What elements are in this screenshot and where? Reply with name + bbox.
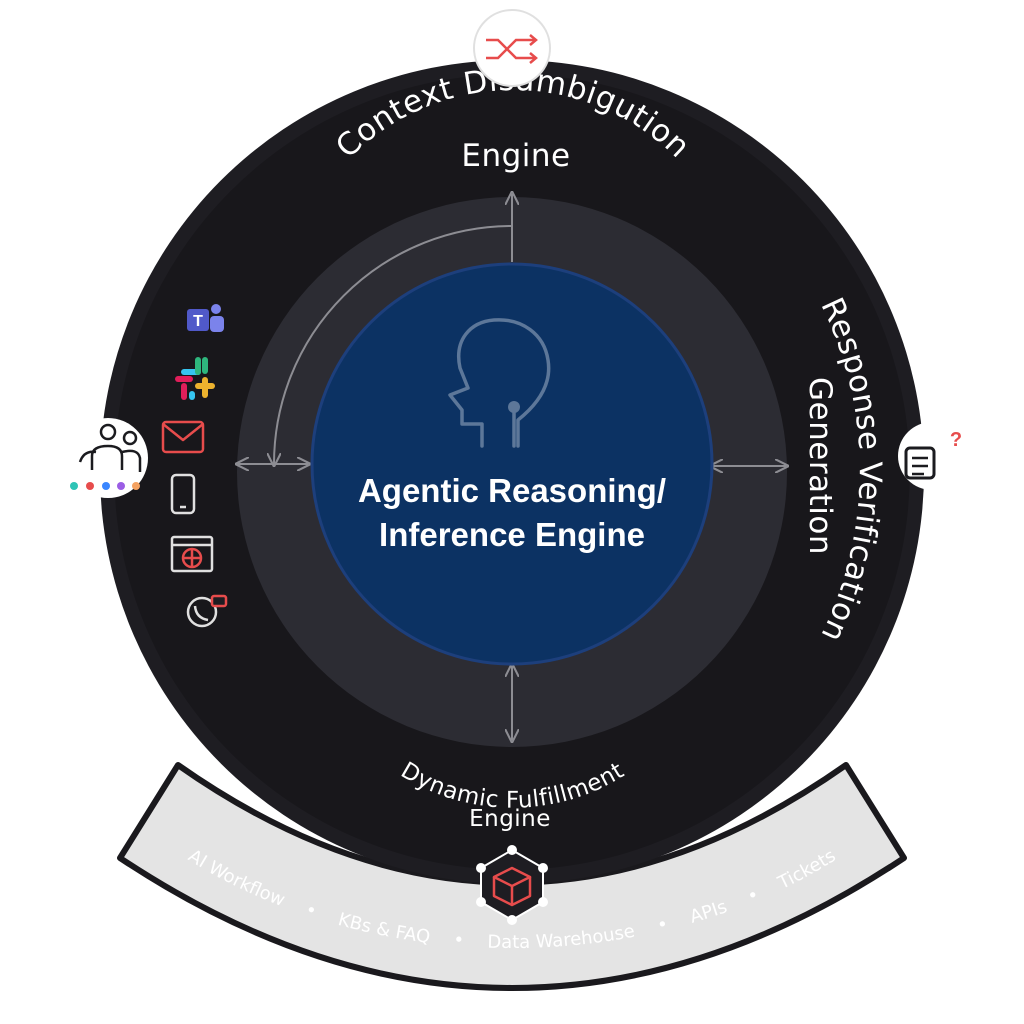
center-title-line2: Inference Engine (379, 516, 645, 553)
core-circle (310, 262, 714, 666)
band-separator-2: • (453, 929, 465, 951)
users-group-icon (68, 418, 148, 498)
shuffle-icon (473, 9, 551, 87)
center-title-line1: Agentic Reasoning/ (358, 472, 666, 509)
email-icon (161, 420, 205, 454)
segments (114, 74, 910, 870)
bottom-segment-title-line2: Engine (469, 806, 551, 832)
channel-icons: T (161, 304, 228, 628)
chat-question-icon: ? (898, 422, 966, 490)
right-segment-title-line2: Generation (802, 377, 838, 555)
package-network-icon (476, 845, 548, 925)
teams-icon: T (187, 304, 224, 332)
segment-left (114, 190, 319, 754)
segment-right (705, 190, 910, 754)
band-shape (117, 762, 907, 991)
web-icon (170, 535, 214, 573)
segment-top (230, 74, 794, 279)
slack-icon (175, 357, 215, 400)
data-sources-band: AI Workflow • KBs & FAQ • Data Warehouse… (117, 762, 907, 991)
connector-arrows (238, 194, 786, 740)
segment-bottom (230, 665, 794, 870)
top-segment-title-line2: Engine (461, 138, 570, 174)
arrow-curve (274, 225, 513, 464)
head-profile-icon (448, 318, 551, 448)
band-separator-3: • (655, 914, 670, 937)
svg-text:T: T (193, 313, 203, 330)
svg-text:?: ? (950, 429, 962, 451)
mobile-icon (170, 473, 196, 515)
phone-chat-icon (186, 594, 228, 628)
